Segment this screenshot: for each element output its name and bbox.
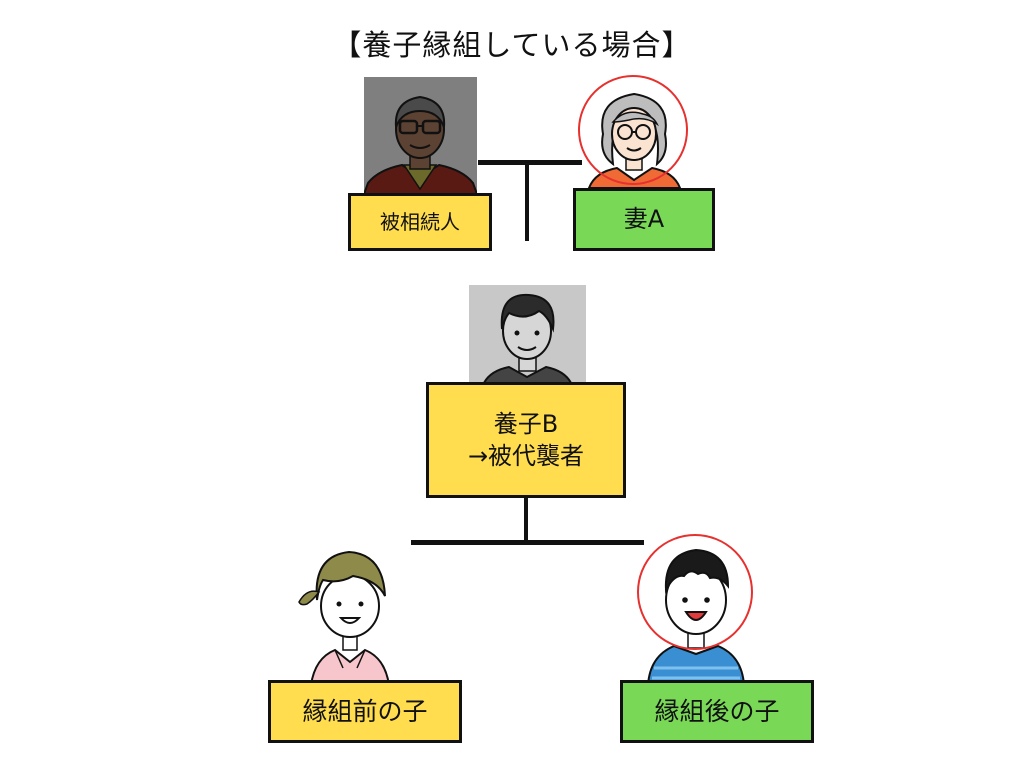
child-before-label-box: 縁組前の子 bbox=[268, 680, 462, 743]
child-after-label: 縁組後の子 bbox=[654, 696, 780, 726]
child-after-label-box: 縁組後の子 bbox=[620, 680, 814, 743]
wife-label: 妻A bbox=[623, 205, 665, 234]
deceased-label-box: 被相続人 bbox=[348, 193, 492, 251]
child-after-highlight-circle bbox=[637, 534, 753, 650]
deceased-portrait bbox=[364, 77, 477, 194]
wife-highlight-circle bbox=[578, 75, 688, 185]
children-bar-line bbox=[411, 540, 644, 545]
adopted-portrait bbox=[469, 285, 586, 385]
children-stem-line bbox=[524, 497, 528, 544]
child-before-portrait bbox=[293, 540, 408, 685]
parent-stem-line bbox=[525, 163, 529, 241]
child-before-label: 縁組前の子 bbox=[302, 696, 428, 726]
diagram-title: 【養子縁組している場合】 bbox=[332, 28, 692, 62]
marriage-line bbox=[478, 160, 582, 165]
adopted-label-line2: →被代襲者 bbox=[467, 442, 585, 470]
wife-label-box: 妻A bbox=[573, 188, 715, 251]
adopted-label-line1: 養子B bbox=[493, 409, 559, 438]
adopted-label-box: 養子B →被代襲者 bbox=[426, 382, 626, 498]
deceased-label: 被相続人 bbox=[380, 209, 460, 234]
